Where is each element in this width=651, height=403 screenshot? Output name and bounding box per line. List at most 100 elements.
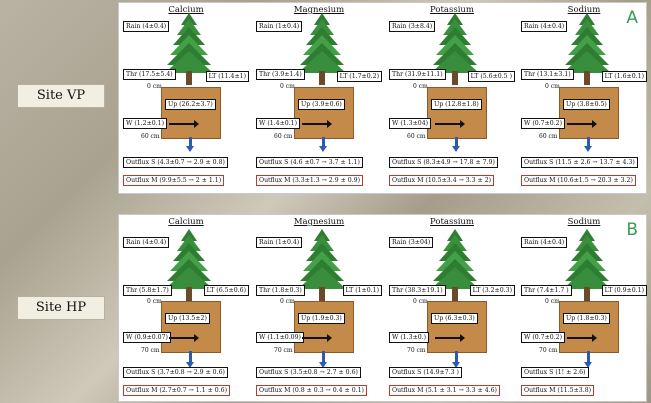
- panel-letter-b: B: [626, 220, 638, 240]
- weathering-box: W (0.9±0.07): [123, 332, 171, 343]
- depth-bottom-label: 70 cm: [274, 347, 293, 354]
- rain-box: Rain (4±0.4): [521, 21, 568, 32]
- soil-profile: [294, 301, 354, 353]
- outflux-m-box: Outflux M (10.6±1.5 → 20.3 ± 3.2): [521, 175, 636, 186]
- site-label-hp: Site HP: [17, 296, 105, 320]
- soil-profile: [559, 87, 619, 139]
- element-title: Potassium: [430, 5, 474, 15]
- litter-box: LT (11.4±1): [205, 71, 249, 82]
- element-title: Calcium: [168, 5, 204, 15]
- outflux-arrow: [452, 137, 460, 152]
- depth-bottom-label: 70 cm: [539, 347, 558, 354]
- soil-profile: [427, 87, 487, 139]
- outflux-s-box: Outflux S (3.7±0.8 → 2.9 ± 0.6): [123, 367, 228, 378]
- soil-profile: [559, 301, 619, 353]
- depth-top-label: 0 cm: [413, 83, 428, 90]
- rain-box: Rain (1±0.4): [256, 237, 303, 248]
- uptake-box: Up (26.2±3.7): [165, 99, 216, 110]
- tree-icon: [161, 13, 217, 89]
- throughfall-box: Thr (7.4±1.7 ): [521, 285, 572, 296]
- uptake-box: Up (12.8±1.8): [431, 99, 482, 110]
- soil-profile: [294, 87, 354, 139]
- tree-icon: [427, 13, 483, 89]
- weathering-box: W (1.1±0.09): [256, 332, 304, 343]
- depth-top-label: 0 cm: [413, 298, 428, 305]
- weathering-arrow: [435, 334, 465, 342]
- tree-icon: [294, 229, 350, 305]
- litter-box: LT (1.7±0.2): [336, 71, 382, 82]
- soil-profile: [161, 87, 221, 139]
- outflux-m-box: Outflux M (5.1 ± 3.1 → 3.3 ± 4.6): [389, 385, 500, 396]
- litter-box: LT (3.2±0.3): [469, 285, 515, 296]
- depth-top-label: 0 cm: [545, 298, 560, 305]
- depth-top-label: 0 cm: [147, 83, 162, 90]
- depth-bottom-label: 60 cm: [407, 133, 426, 140]
- depth-top-label: 0 cm: [147, 298, 162, 305]
- tree-icon: [294, 13, 350, 89]
- panel-letter-a: A: [626, 8, 638, 28]
- throughfall-box: Thr (38.3±19.1): [389, 285, 446, 296]
- litter-box: LT (5.6±0.5 ): [467, 71, 515, 82]
- depth-top-label: 0 cm: [280, 83, 295, 90]
- weathering-arrow: [567, 334, 597, 342]
- throughfall-box: Thr (3.9±1.4): [256, 69, 305, 80]
- tree-icon: [559, 13, 615, 89]
- outflux-m-box: Outflux M (9.9±5.5 → 2 ± 1.1): [123, 175, 225, 186]
- uptake-box: Up (1.9±0.3): [298, 313, 345, 324]
- depth-bottom-label: 60 cm: [539, 133, 558, 140]
- weathering-box: W (0.7±0.2): [521, 332, 566, 343]
- outflux-s-box: Outflux S (3.5±0.8 → 2.7 ± 0.6): [256, 367, 361, 378]
- rain-box: Rain (3±8.4): [389, 21, 436, 32]
- element-title: Magnesium: [293, 5, 345, 15]
- weathering-box: W (1.3±04): [389, 118, 432, 129]
- litter-box: LT (1±0.1): [342, 285, 382, 296]
- soil-profile: [161, 301, 221, 353]
- tree-icon: [427, 229, 483, 305]
- uptake-box: Up (3.8±0.5): [563, 99, 610, 110]
- rain-box: Rain (3±04): [389, 237, 434, 248]
- tree-icon: [161, 229, 217, 305]
- rain-box: Rain (4±0.4): [123, 237, 170, 248]
- uptake-box: Up (6.3±0.3): [431, 313, 478, 324]
- litter-box: LT (1.6±0.1): [601, 71, 647, 82]
- rain-box: Rain (4±0.4): [521, 237, 568, 248]
- outflux-m-box: Outflux M (2.7±0.7 → 1.1 ± 0.6): [123, 385, 231, 396]
- throughfall-box: Thr (1.8±0.3): [256, 285, 305, 296]
- depth-bottom-label: 70 cm: [407, 347, 426, 354]
- weathering-box: W (1.2±0.1): [123, 118, 168, 129]
- outflux-s-box: Outflux S (4.6 ±0.7 → 3.7 ± 1.1): [256, 157, 363, 168]
- outflux-s-box: Outflux S (14.9±7.3 ): [389, 367, 462, 378]
- element-title: Calcium: [168, 217, 204, 227]
- litter-box: LT (0.9±0.1): [601, 285, 647, 296]
- rain-box: Rain (1±0.4): [256, 21, 303, 32]
- outflux-arrow: [584, 351, 592, 368]
- element-title: Sodium: [567, 5, 601, 15]
- soil-profile: [427, 301, 487, 353]
- element-title: Magnesium: [293, 217, 345, 227]
- depth-bottom-label: 70 cm: [141, 347, 160, 354]
- throughfall-box: Thr (17.5±5.4): [123, 69, 176, 80]
- weathering-arrow: [302, 120, 332, 128]
- weathering-arrow: [169, 334, 199, 342]
- weathering-arrow: [567, 120, 597, 128]
- litter-box: LT (6.5±0.6): [203, 285, 249, 296]
- rain-box: Rain (4±0.4): [123, 21, 170, 32]
- uptake-box: Up (3.9±0.6): [298, 99, 345, 110]
- depth-bottom-label: 60 cm: [274, 133, 293, 140]
- weathering-arrow: [435, 120, 465, 128]
- outflux-arrow: [319, 137, 327, 152]
- depth-bottom-label: 60 cm: [141, 133, 160, 140]
- uptake-box: Up (13.5±2): [165, 313, 210, 324]
- outflux-arrow: [186, 351, 194, 368]
- throughfall-box: Thr (5.8±1.7): [123, 285, 172, 296]
- outflux-arrow: [584, 137, 592, 152]
- outflux-m-box: Outflux M (11.5±3.8): [521, 385, 595, 396]
